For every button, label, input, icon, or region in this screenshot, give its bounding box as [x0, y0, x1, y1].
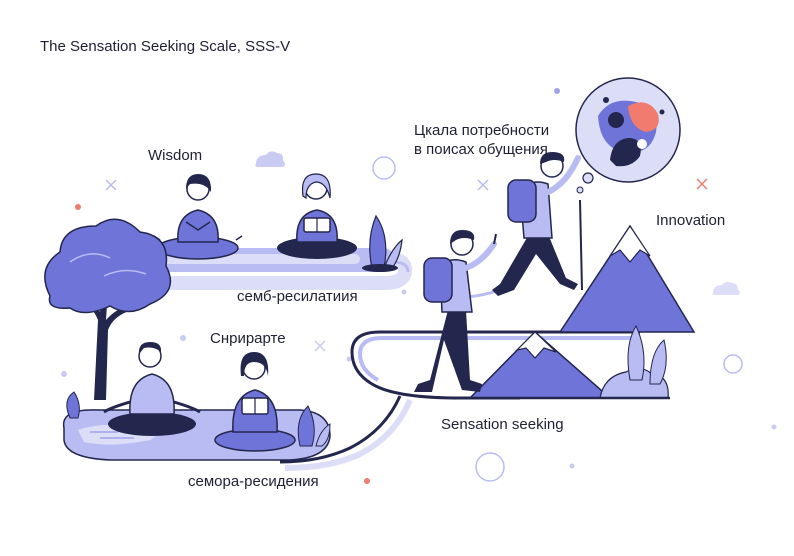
- decor-dot: [180, 335, 186, 341]
- label-resilience-top: семб-ресилатиия: [237, 288, 358, 305]
- plant-icon: [297, 405, 315, 447]
- label-wisdom: Wisdom: [148, 147, 203, 164]
- decor-ring-1: [372, 156, 396, 180]
- label-innovation: Innovation: [656, 212, 726, 229]
- decor-ring-2: [475, 452, 505, 482]
- decor-dot: [569, 463, 575, 469]
- thought-bubble: [575, 77, 681, 194]
- decor-dot: [364, 478, 370, 484]
- decor-dot: [346, 356, 352, 362]
- decor-cross: [477, 179, 489, 191]
- cloud-icon: [255, 151, 285, 167]
- label-need-line-2: в поисах обущения: [414, 141, 548, 158]
- decor-dot: [771, 424, 777, 430]
- plant-top: [362, 214, 403, 272]
- person-meditating-top: [153, 174, 243, 260]
- decor-cross: [696, 178, 708, 190]
- decor-cross: [314, 340, 326, 352]
- tree: [44, 218, 172, 400]
- label-sensation-seeking: Sensation seeking: [441, 416, 564, 433]
- decor-ring-3: [723, 354, 743, 374]
- plant-icon: [649, 339, 667, 385]
- label-resilience-bottom: семора-реcидения: [188, 473, 319, 490]
- decorations: [61, 88, 777, 484]
- decor-dot: [401, 289, 407, 295]
- label-need-line-1: Цкала потребности: [414, 122, 550, 139]
- person-reading-top: [277, 173, 357, 259]
- plant-icon: [315, 423, 331, 447]
- mountains: [460, 224, 696, 400]
- plant-icon: [66, 391, 80, 419]
- hiker-middle: [414, 230, 497, 392]
- person-reading-bottom: [214, 352, 296, 452]
- decor-cross: [105, 179, 117, 191]
- decor-dot: [554, 88, 560, 94]
- person-meditating-bottom: [103, 342, 201, 436]
- path-curve-bottom: [279, 395, 402, 464]
- hiker-top: [492, 152, 583, 296]
- decor-dot: [61, 371, 67, 377]
- decor-dot: [75, 204, 81, 210]
- page-title: The Sensation Seeking Scale, SSS-V: [40, 38, 291, 55]
- cloud-icon: [712, 281, 740, 295]
- label-spirit: Снрирарте: [210, 330, 286, 347]
- label-need-for-communication: Цкала потребности в поисах обущения: [414, 121, 584, 159]
- winding-path: [133, 251, 640, 471]
- plant-icon: [627, 324, 645, 381]
- island-bottom: [62, 391, 331, 461]
- path-curve-middle: [350, 330, 640, 400]
